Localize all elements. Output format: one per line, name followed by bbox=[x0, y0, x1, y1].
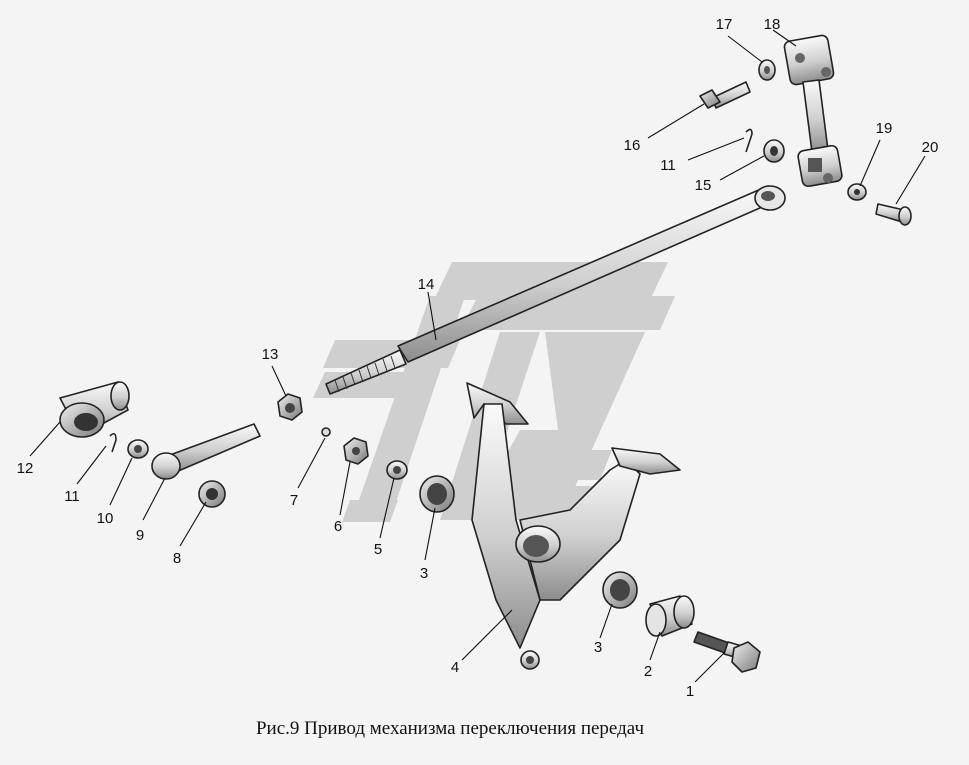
callout-15: 15 bbox=[695, 177, 712, 194]
pin-20 bbox=[875, 203, 912, 226]
callout-labels: 1 2 3 3 4 5 6 7 8 9 10 11 11 12 13 14 15… bbox=[17, 16, 939, 700]
nut-6 bbox=[343, 437, 369, 465]
figure-caption: Рис.9 Привод механизма переключения пере… bbox=[255, 718, 644, 739]
cotter-pin-11-top bbox=[745, 128, 753, 153]
callout-17: 17 bbox=[716, 16, 733, 33]
end-fitting-12 bbox=[59, 381, 130, 438]
callout-12: 12 bbox=[17, 460, 34, 477]
callout-10: 10 bbox=[97, 510, 114, 527]
nut-13 bbox=[277, 393, 303, 421]
callout-7: 7 bbox=[290, 492, 298, 509]
nut-19 bbox=[847, 183, 867, 201]
callout-14: 14 bbox=[418, 276, 435, 293]
cotter-pin-11 bbox=[109, 432, 117, 453]
callout-3-upper: 3 bbox=[420, 565, 428, 582]
pin-7 bbox=[321, 427, 331, 437]
callout-2: 2 bbox=[644, 663, 652, 680]
bushing-15 bbox=[763, 139, 785, 163]
callout-4: 4 bbox=[451, 659, 459, 676]
link-18 bbox=[783, 34, 843, 188]
washer-5 bbox=[386, 460, 408, 480]
callout-16: 16 bbox=[624, 137, 641, 154]
bushing-3-upper bbox=[419, 475, 455, 513]
callout-18: 18 bbox=[764, 16, 781, 33]
callout-11: 11 bbox=[64, 488, 80, 505]
callout-6: 6 bbox=[334, 518, 342, 535]
rod-14 bbox=[325, 185, 786, 395]
bushing-3-lower bbox=[602, 571, 638, 609]
bolt-16 bbox=[699, 81, 751, 109]
leader-lines bbox=[29, 29, 926, 683]
callout-19: 19 bbox=[876, 120, 893, 137]
bushing-8 bbox=[198, 480, 226, 508]
shaft-9 bbox=[151, 423, 261, 480]
pedal-lever-4 bbox=[466, 382, 681, 670]
callout-5: 5 bbox=[374, 541, 382, 558]
callout-13: 13 bbox=[262, 346, 279, 363]
callout-3-lower: 3 bbox=[594, 639, 602, 656]
washer-17 bbox=[758, 59, 776, 81]
sleeve-2 bbox=[645, 595, 695, 637]
callout-1: 1 bbox=[686, 683, 694, 700]
callout-20: 20 bbox=[922, 139, 939, 156]
callout-9: 9 bbox=[136, 527, 144, 544]
callout-8: 8 bbox=[173, 550, 181, 567]
washer-10 bbox=[127, 439, 149, 459]
callout-11-top: 11 bbox=[660, 157, 676, 174]
bolt-1 bbox=[693, 631, 761, 673]
